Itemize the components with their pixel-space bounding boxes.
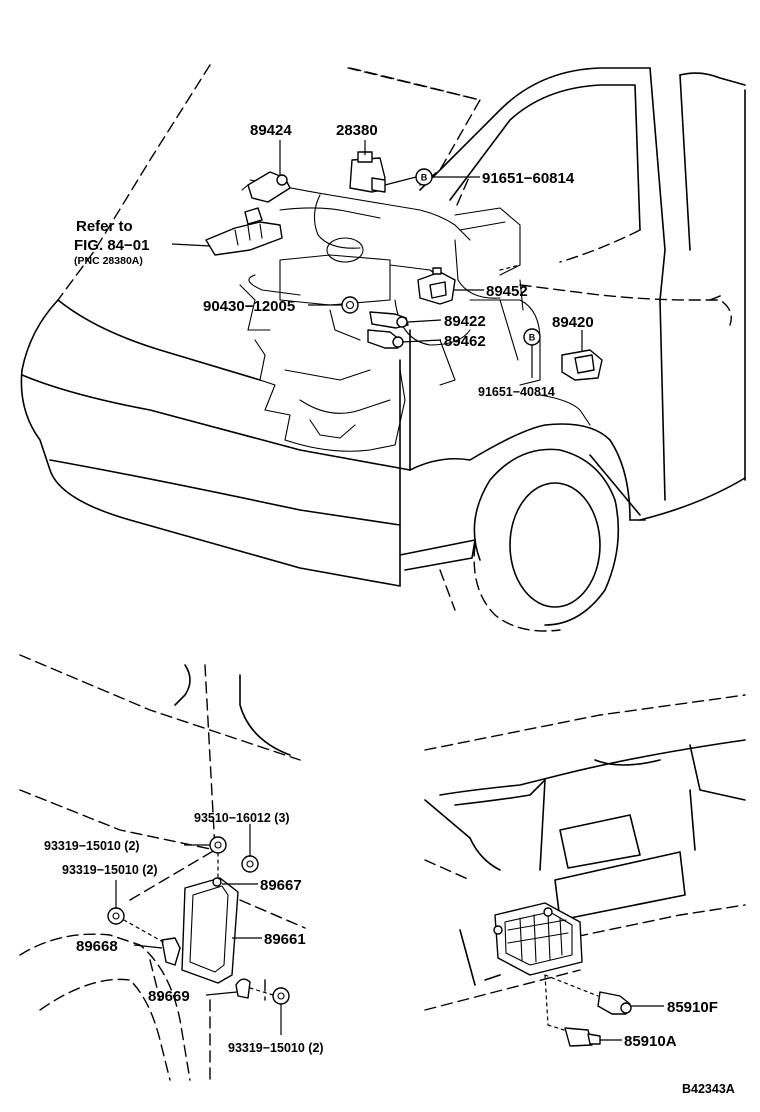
nut-icon [209, 836, 227, 854]
bracket-89669 [235, 978, 251, 999]
dlc-leader-lines [544, 974, 664, 1041]
sensor-89422 [369, 311, 409, 329]
ecu-labels: 93510−16012 (3) 93319−15010 (2) 93319−15… [44, 811, 324, 1055]
nut-icon [241, 855, 259, 873]
nut-icon [272, 987, 290, 1005]
clip-89667 [212, 877, 222, 887]
bolt-b-icon: B [415, 168, 433, 186]
label-90430-12005: 90430−12005 [203, 298, 295, 315]
sensor-89462 [367, 329, 404, 349]
sensor-89452 [417, 267, 456, 305]
label-89424: 89424 [250, 122, 292, 139]
ecu-89661 [181, 877, 239, 984]
figure-code: B42343A [682, 1082, 735, 1096]
sensor-89420 [561, 349, 603, 381]
vehicle-body-outline [20, 64, 746, 632]
top-labels: 89424 28380 91651−60814 Refer to FIG. 84… [74, 122, 594, 399]
svg-text:B: B [529, 333, 536, 343]
switch-85910F [597, 991, 632, 1015]
bracket-89668 [161, 937, 181, 966]
label-89668: 89668 [76, 938, 118, 955]
bolt-b-icon: B [523, 328, 541, 346]
dashboard-outline [424, 694, 746, 1011]
grommet-90430 [341, 296, 359, 314]
label-93319-15010-a: 93319−15010 (2) [44, 839, 140, 853]
dlc-labels: 85910F 85910A [624, 999, 718, 1050]
top-leader-lines [171, 140, 583, 378]
label-85910A: 85910A [624, 1033, 677, 1050]
label-89420: 89420 [552, 314, 594, 331]
label-fig-ref: FIG. 84−01 [74, 237, 149, 254]
dlc-connector [493, 902, 583, 976]
label-93319-15010-c: 93319−15010 (2) [228, 1041, 324, 1055]
label-89452: 89452 [486, 283, 528, 300]
connector-refer-fig [205, 207, 283, 256]
label-89462: 89462 [444, 333, 486, 350]
label-28380: 28380 [336, 122, 378, 139]
nut-icon [107, 907, 125, 925]
label-89661: 89661 [264, 931, 306, 948]
label-91651-40814: 91651−40814 [478, 385, 555, 399]
ecu-area-outline [19, 654, 306, 1081]
label-93319-15010-b: 93319−15010 (2) [62, 863, 158, 877]
label-89422: 89422 [444, 313, 486, 330]
switch-85910A [564, 1027, 601, 1047]
label-refer-to: Refer to [76, 218, 133, 235]
label-pnc-ref: (PNC 28380A) [74, 255, 143, 267]
svg-text:B: B [421, 173, 428, 183]
ecu-leader-lines [115, 824, 282, 1035]
label-89669: 89669 [148, 988, 190, 1005]
label-93510-16012: 93510−16012 (3) [194, 811, 290, 825]
sensor-28380 [349, 151, 386, 193]
sensor-89424 [241, 171, 291, 203]
label-89667: 89667 [260, 877, 302, 894]
label-85910F: 85910F [667, 999, 718, 1016]
label-91651-60814: 91651−60814 [482, 170, 575, 187]
